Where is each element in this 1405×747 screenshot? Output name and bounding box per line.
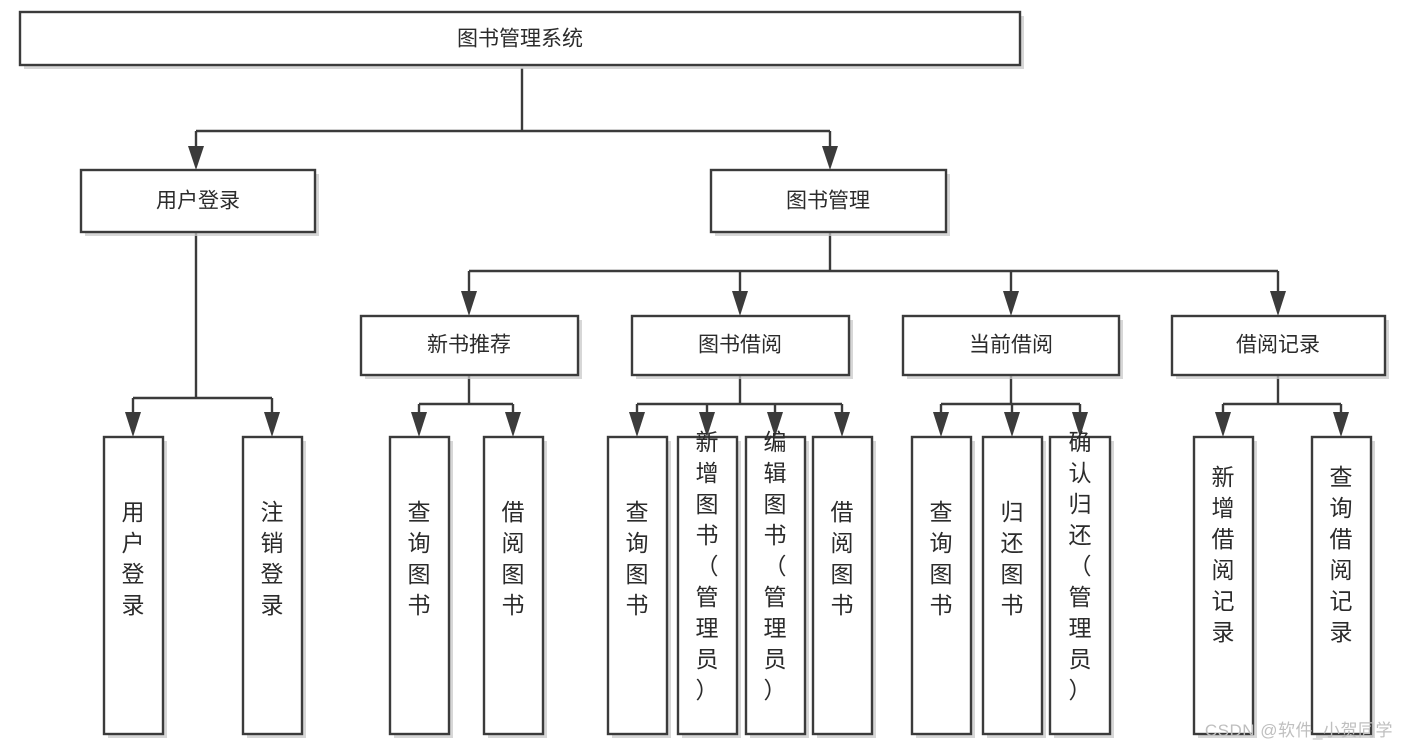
leaf-label: 借阅图书 xyxy=(831,499,854,618)
arrow-bb-leaf4 xyxy=(834,412,850,437)
leaf-book-borrow-borrow[interactable]: 借阅图书 xyxy=(811,435,876,738)
leaf-box xyxy=(606,435,669,736)
root-box xyxy=(18,10,1022,67)
arrow-book-borrow xyxy=(732,291,748,316)
leaf-label: 新增图书（管理员） xyxy=(696,429,719,703)
leaf-borrow-record-add[interactable]: 新增借阅记录 xyxy=(1192,435,1257,738)
current-borrow-box xyxy=(901,314,1121,377)
leaf-current-borrow-return[interactable]: 归还图书 xyxy=(981,435,1046,738)
leaf-label: 查询图书 xyxy=(408,499,431,618)
arrow-bb-leaf3 xyxy=(767,412,783,437)
arrow-leaf-user-login xyxy=(125,412,141,437)
leaf-user-login-logout[interactable]: 注销登录 xyxy=(241,435,306,738)
edges-group xyxy=(125,68,1349,437)
leaf-box xyxy=(910,435,973,736)
node-borrow-record[interactable]: 借阅记录 xyxy=(1170,314,1389,379)
leaf-label: 查询借阅记录 xyxy=(1330,464,1353,645)
leaf-label: 查询图书 xyxy=(626,499,649,618)
arrow-cb-leaf2 xyxy=(1004,412,1020,437)
book-manage-label: 图书管理 xyxy=(786,190,870,213)
leaf-box xyxy=(1310,435,1373,736)
arrow-nb-leaf1 xyxy=(411,412,427,437)
user-login-box xyxy=(79,168,317,234)
node-user-login[interactable]: 用户登录 xyxy=(79,168,319,236)
arrow-nb-leaf2 xyxy=(505,412,521,437)
leaf-box xyxy=(981,435,1044,736)
arrow-cb-leaf1 xyxy=(933,412,949,437)
leaf-label: 注销登录 xyxy=(261,499,284,618)
leaf-user-login-login[interactable]: 用户登录 xyxy=(102,435,167,738)
leaf-box xyxy=(676,435,739,736)
leaf-current-borrow-confirm[interactable]: 确认归还（管理员） xyxy=(1048,429,1114,738)
arrow-bb-leaf1 xyxy=(629,412,645,437)
leaf-box xyxy=(744,435,807,736)
new-book-box xyxy=(359,314,580,377)
arrow-new-book xyxy=(461,291,477,316)
leaf-new-book-query[interactable]: 查询图书 xyxy=(388,435,453,738)
arrow-book-manage xyxy=(822,146,838,170)
arrow-leaf-logout xyxy=(264,412,280,437)
node-new-book-recommend[interactable]: 新书推荐 xyxy=(359,314,582,379)
current-borrow-label: 当前借阅 xyxy=(969,334,1053,357)
node-book-manage[interactable]: 图书管理 xyxy=(709,168,950,236)
leaf-current-borrow-query[interactable]: 查询图书 xyxy=(910,435,975,738)
leaf-box xyxy=(1048,435,1112,736)
arrow-cb-leaf3 xyxy=(1072,412,1088,437)
leaf-box xyxy=(1192,435,1255,736)
arrow-br-leaf1 xyxy=(1215,412,1231,437)
root-label: 图书管理系统 xyxy=(457,28,583,51)
arrow-user-login xyxy=(188,146,204,170)
leaf-box xyxy=(811,435,874,736)
leaf-label: 用户登录 xyxy=(122,499,145,618)
leaf-box xyxy=(388,435,451,736)
book-borrow-box xyxy=(630,314,851,377)
node-root[interactable]: 图书管理系统 xyxy=(18,10,1024,69)
node-book-borrow[interactable]: 图书借阅 xyxy=(630,314,853,379)
borrow-record-box xyxy=(1170,314,1387,377)
borrow-record-label: 借阅记录 xyxy=(1236,334,1320,357)
leaf-box xyxy=(241,435,304,736)
leaf-box xyxy=(482,435,545,736)
leaf-label: 查询图书 xyxy=(930,499,953,618)
user-login-label: 用户登录 xyxy=(156,190,240,213)
leaf-label: 归还图书 xyxy=(1001,499,1024,618)
book-borrow-label: 图书借阅 xyxy=(698,334,782,357)
arrow-bb-leaf2 xyxy=(699,412,715,437)
leaf-label: 借阅图书 xyxy=(502,499,525,618)
arrow-current-borrow xyxy=(1003,291,1019,316)
leaf-new-book-borrow[interactable]: 借阅图书 xyxy=(482,435,547,738)
new-book-label: 新书推荐 xyxy=(427,334,511,357)
arrow-borrow-record xyxy=(1270,291,1286,316)
leaf-book-borrow-add[interactable]: 新增图书（管理员） xyxy=(676,429,741,738)
book-manage-box xyxy=(709,168,948,234)
leaf-label: 确认归还（管理员） xyxy=(1069,429,1092,703)
leaf-label: 新增借阅记录 xyxy=(1212,464,1235,645)
leaf-label: 编辑图书（管理员） xyxy=(764,429,787,703)
leaf-borrow-record-query[interactable]: 查询借阅记录 xyxy=(1310,435,1375,738)
node-current-borrow[interactable]: 当前借阅 xyxy=(901,314,1123,379)
arrow-br-leaf2 xyxy=(1333,412,1349,437)
leaf-book-borrow-edit[interactable]: 编辑图书（管理员） xyxy=(744,429,809,738)
leaf-book-borrow-query[interactable]: 查询图书 xyxy=(606,435,671,738)
leaf-box xyxy=(102,435,165,736)
